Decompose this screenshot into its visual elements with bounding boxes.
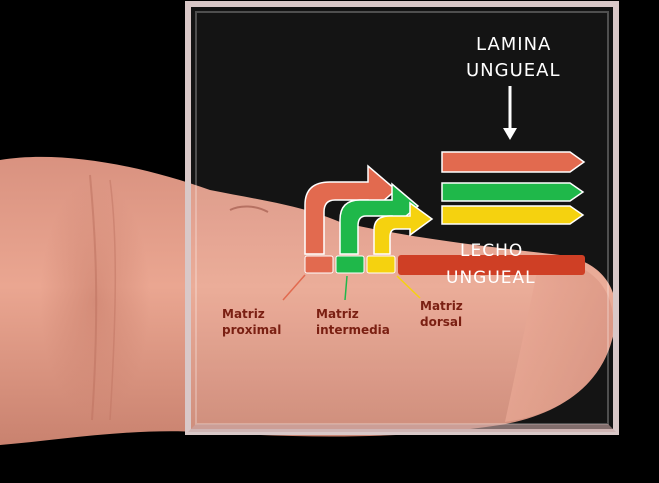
matriz-proximal-label-line1: Matriz <box>222 307 265 321</box>
nail-plate-proximal-layer <box>442 152 584 172</box>
matrix-segments <box>305 255 585 275</box>
lecho-label-line1: LECHO <box>460 241 523 261</box>
matriz-intermedia-label-line1: Matriz <box>316 307 359 321</box>
lamina-label-line2: UNGUEAL <box>466 60 560 81</box>
matrix-intermedia-segment <box>336 256 364 273</box>
matrix-proximal-segment <box>305 256 333 273</box>
lecho-label-line2: UNGUEAL <box>446 268 536 288</box>
matriz-proximal-label-line2: proximal <box>222 323 281 337</box>
matriz-dorsal-label-line2: dorsal <box>420 315 462 329</box>
matriz-dorsal-label-line1: Matriz <box>420 299 463 313</box>
matriz-intermedia-label-line2: intermedia <box>316 323 390 337</box>
nail-plate-layers <box>442 152 584 224</box>
matrix-dorsal-segment <box>367 256 395 273</box>
nail-plate-intermedia-layer <box>442 183 583 201</box>
nail-plate-dorsal-layer <box>442 206 583 224</box>
lamina-label-line1: LAMINA <box>476 34 551 55</box>
